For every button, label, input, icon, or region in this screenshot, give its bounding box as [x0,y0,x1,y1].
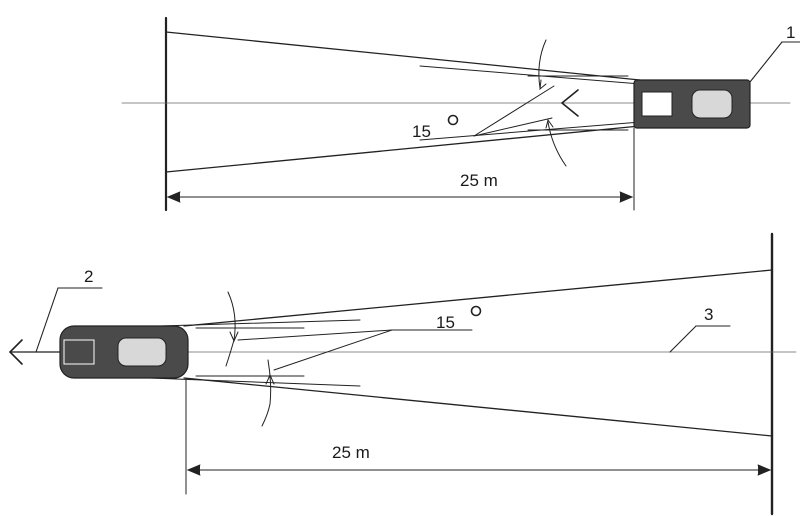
top-beam-lower-edge [165,125,641,173]
top-vehicle-rear-light [691,89,733,119]
bottom-callout-3-label: 3 [704,305,713,324]
bottom-angle-arrow-upper [229,331,239,343]
bottom-vehicle-rear-light [117,337,167,367]
bottom-beam-upper-edge [183,269,773,327]
bottom-angle-arc-lower [261,359,272,427]
top-angle-arc-lower [547,121,567,167]
bottom-beam-lower-edge [183,377,773,437]
bottom-vehicle-front-window [63,339,95,365]
top-degree-symbol [447,114,459,126]
bottom-angle-arrow-lower [265,373,275,385]
bottom-angle-arc-upper [225,291,236,367]
top-angle-arrow-upper [539,79,547,91]
top-dimension-arrow-right [619,191,634,203]
top-angle-leader-2 [473,117,553,137]
top-angle-leader-1 [473,85,555,137]
bottom-distance-label: 25 m [332,443,370,462]
top-angle-arrow-lower [545,118,554,129]
top-view [121,16,800,212]
top-beam-inner-lower [419,121,641,141]
top-direction-arrow-icon [560,89,579,117]
top-angle-arc-upper [538,39,547,89]
bottom-angle-value: 15 [436,313,455,332]
top-distance-label: 25 m [460,171,498,190]
bottom-callout-3-leader [669,325,697,353]
bottom-callout-2-leader [35,287,59,353]
top-beam-upper-edge [165,31,641,81]
bottom-view [8,232,797,516]
top-beam-inner-upper [419,65,641,85]
bottom-degree-symbol [470,305,482,317]
bottom-dimension-arrow-left [186,464,201,476]
bottom-callout-2-label: 2 [84,267,93,286]
top-dimension-arrow-left [166,191,181,203]
top-vehicle-front-window [641,91,673,117]
top-angle-value: 15 [412,122,431,141]
top-callout-1-label: 1 [786,23,795,42]
bottom-angle-leader-2 [273,329,393,371]
bottom-dimension-arrow-right [757,464,772,476]
bottom-angle-leader-1 [237,329,393,341]
top-callout-1-leader [749,41,783,83]
